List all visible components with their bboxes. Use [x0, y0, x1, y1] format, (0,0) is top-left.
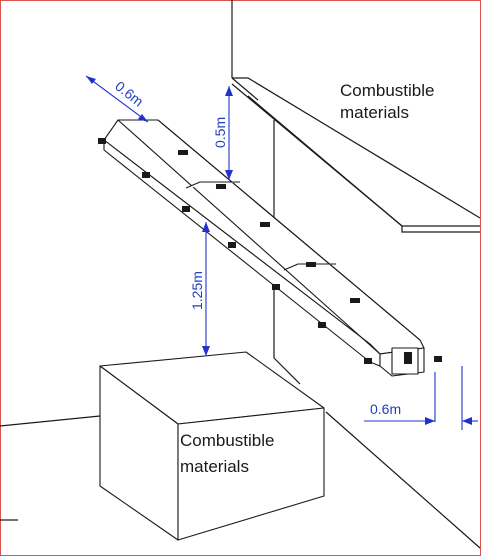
bracket-icon [306, 262, 316, 267]
arrow-icon [425, 417, 435, 425]
heater-body [98, 119, 442, 377]
bracket-icon [216, 184, 226, 189]
arrow-icon [202, 222, 210, 232]
dimension-end-gap-label: 0.6m [370, 401, 401, 417]
dimension-ceiling-gap [225, 86, 233, 180]
dimension-ceiling-gap-label: 0.5m [212, 117, 228, 148]
arrow-icon [225, 86, 233, 96]
bracket-icon [364, 358, 372, 364]
floor-wall-junction [325, 411, 481, 549]
arrow-icon [138, 114, 148, 122]
wall-materials-label-line1: Combustible [340, 81, 435, 100]
box-front-face [177, 407, 325, 541]
heater-ridge [157, 119, 421, 341]
combustible-box [99, 351, 325, 541]
bracket-icon [182, 206, 190, 212]
control-box-display-icon [404, 352, 412, 364]
heater-brackets [98, 138, 442, 364]
arrow-icon [225, 170, 233, 180]
bracket-icon [272, 284, 280, 290]
ceiling-edge-left [231, 77, 259, 101]
dimension-width-label: 0.6m [112, 78, 146, 110]
slab-top-edge [232, 77, 481, 219]
wall-materials-label-line2: materials [340, 103, 409, 122]
bracket-icon [178, 150, 188, 155]
dimension-width [85, 75, 149, 123]
box-materials-label-line2: materials [180, 457, 249, 476]
bracket-icon [228, 242, 236, 248]
dimension-end-gap [364, 366, 478, 430]
heater-segment-joint-1 [185, 181, 240, 189]
dimension-height-label: 1.25m [189, 271, 205, 310]
dimension-height-above-box [202, 222, 210, 356]
slab-mid-edge [247, 95, 403, 227]
bracket-icon [434, 356, 442, 362]
heater-fold [117, 119, 381, 355]
floor-line-left [0, 415, 101, 427]
ceiling-slab [231, 77, 481, 233]
bracket-icon [260, 222, 270, 227]
arrow-icon [202, 346, 210, 356]
slab-front-edge [401, 226, 480, 233]
bracket-icon [350, 298, 360, 303]
wall-corner-base [273, 357, 301, 385]
box-materials-label-line1: Combustible [180, 431, 275, 450]
bracket-icon [318, 322, 326, 328]
bracket-icon [98, 138, 106, 144]
dimension-width-line [85, 75, 149, 123]
arrow-icon [86, 76, 96, 84]
bracket-icon [142, 172, 150, 178]
arrow-icon [462, 417, 472, 425]
